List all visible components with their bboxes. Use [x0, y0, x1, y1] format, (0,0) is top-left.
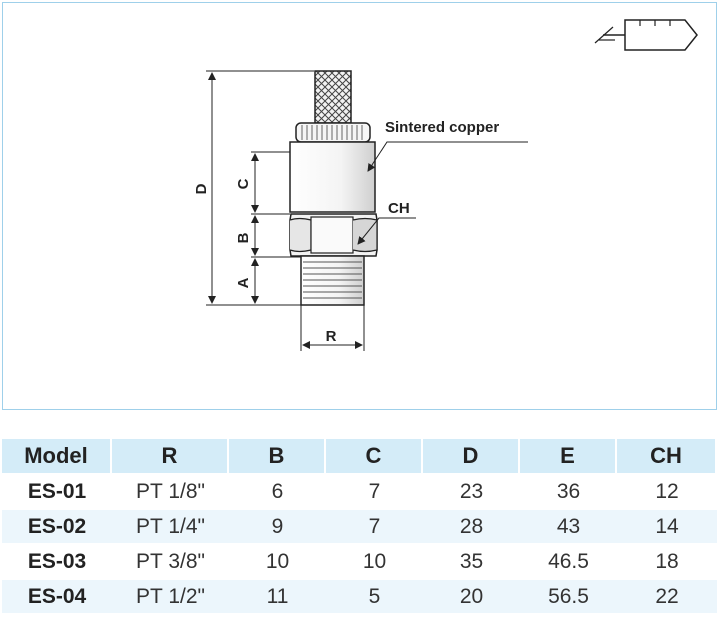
table-cell: 46.5	[520, 545, 617, 580]
table-cell: PT 3/8"	[112, 545, 229, 580]
table-cell: PT 1/2"	[112, 580, 229, 615]
table-cell: 10	[229, 545, 326, 580]
hex-nut	[289, 213, 378, 257]
cylinder-body	[289, 141, 376, 213]
dimension-lines	[208, 72, 363, 349]
table-cell: 11	[229, 580, 326, 615]
table-cell: 9	[229, 510, 326, 545]
dimension-label-d: D	[193, 183, 210, 194]
dimension-label-a: A	[235, 277, 252, 288]
table-header-row: Model R B C D E CH	[2, 439, 717, 475]
silencer-symbol-icon	[594, 19, 698, 51]
table-row: ES-02 PT 1/4" 9 7 28 43 14	[2, 510, 717, 545]
ch-label: CH	[388, 200, 410, 217]
table-cell: 22	[617, 580, 717, 615]
column-header-d: D	[423, 439, 520, 475]
column-header-e: E	[520, 439, 617, 475]
table-cell: 7	[326, 475, 423, 510]
table-cell: 35	[423, 545, 520, 580]
table-cell: 14	[617, 510, 717, 545]
table-cell: 6	[229, 475, 326, 510]
column-header-c: C	[326, 439, 423, 475]
table-row: ES-03 PT 3/8" 10 10 35 46.5 18	[2, 545, 717, 580]
table-cell: 23	[423, 475, 520, 510]
silencer-drawing: D C B A R Sintered copper CH	[193, 19, 698, 351]
dimension-label-b: B	[235, 232, 252, 243]
table-cell: ES-02	[2, 510, 112, 545]
threaded-end	[300, 255, 365, 306]
table-cell: 12	[617, 475, 717, 510]
table-cell: PT 1/8"	[112, 475, 229, 510]
table-cell: 5	[326, 580, 423, 615]
column-header-r: R	[112, 439, 229, 475]
specs-table: Model R B C D E CH ES-01 PT 1/8" 6 7 23 …	[2, 439, 717, 615]
table-cell: PT 1/4"	[112, 510, 229, 545]
table-row: ES-01 PT 1/8" 6 7 23 36 12	[2, 475, 717, 510]
table-cell: 28	[423, 510, 520, 545]
knurled-cap	[295, 122, 371, 143]
sintered-copper-label: Sintered copper	[385, 119, 499, 136]
table-cell: 18	[617, 545, 717, 580]
column-header-b: B	[229, 439, 326, 475]
table-cell: 43	[520, 510, 617, 545]
callout-leaders	[357, 141, 528, 245]
table-cell: 10	[326, 545, 423, 580]
column-header-ch: CH	[617, 439, 717, 475]
dimension-label-r: R	[326, 328, 337, 345]
drawing-panel: D C B A R Sintered copper CH	[2, 2, 717, 410]
table-cell: ES-03	[2, 545, 112, 580]
sintered-copper-element	[314, 70, 352, 124]
table-row: ES-04 PT 1/2" 11 5 20 56.5 22	[2, 580, 717, 615]
extension-lines	[206, 70, 365, 351]
table-cell: ES-04	[2, 580, 112, 615]
table-cell: 20	[423, 580, 520, 615]
table-cell: 36	[520, 475, 617, 510]
column-header-model: Model	[2, 439, 112, 475]
table-cell: 7	[326, 510, 423, 545]
dimension-label-c: C	[235, 178, 252, 189]
table-cell: ES-01	[2, 475, 112, 510]
table-cell: 56.5	[520, 580, 617, 615]
